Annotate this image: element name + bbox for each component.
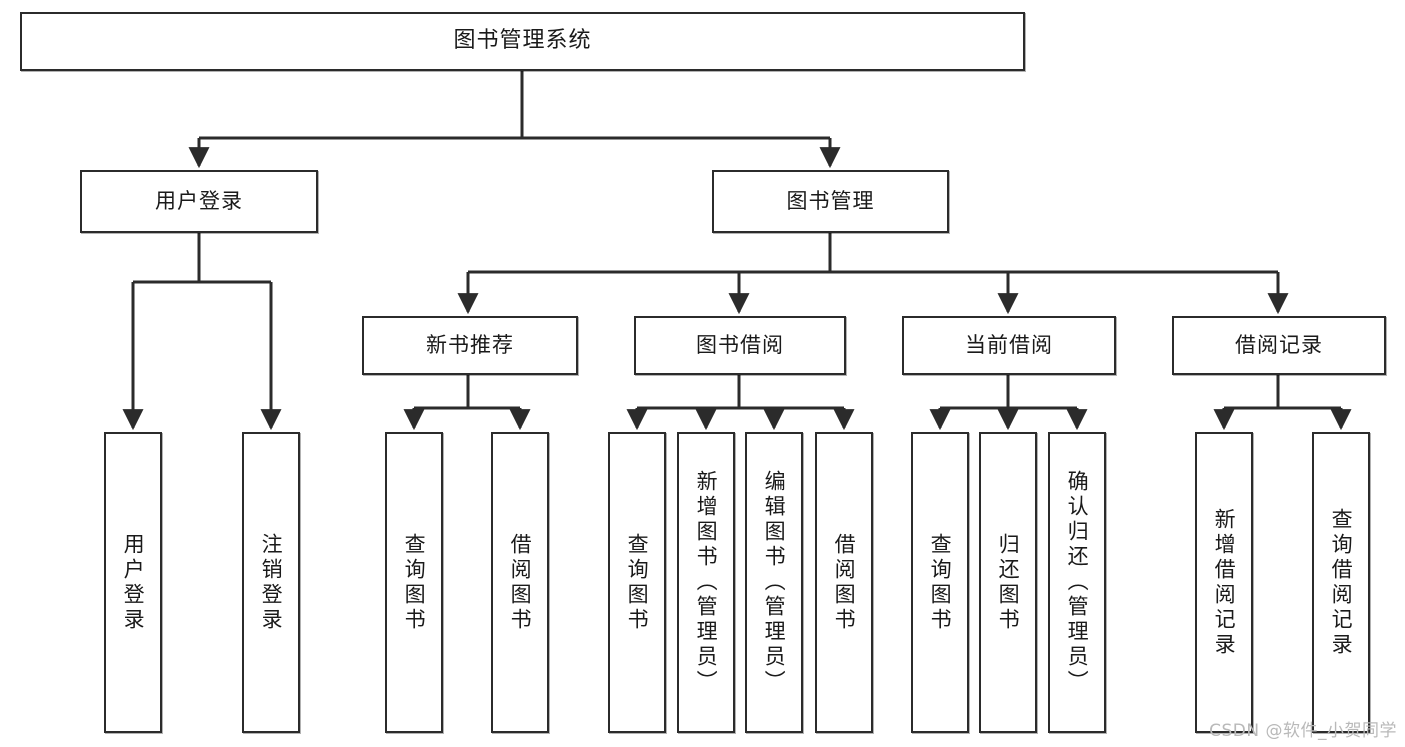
node-book-management[interactable]: 图书管理 (712, 170, 949, 233)
node-label: 借阅图书 (508, 532, 533, 633)
node-label: 查询图书 (625, 532, 650, 633)
node-label: 用户登录 (155, 188, 243, 213)
node-label: 编辑图书（管理员） (762, 470, 787, 695)
leaf-book-borrow-add-book-admin[interactable]: 新增图书（管理员） (677, 432, 735, 733)
node-label: 用户登录 (121, 532, 146, 633)
node-borrow-record[interactable]: 借阅记录 (1172, 316, 1386, 375)
watermark-text: CSDN @软件_小贺同学 (1209, 721, 1397, 741)
node-label: 当前借阅 (965, 332, 1053, 357)
node-label: 借阅图书 (832, 532, 857, 633)
node-book-borrow[interactable]: 图书借阅 (634, 316, 846, 375)
leaf-current-borrow-query-book[interactable]: 查询图书 (911, 432, 969, 733)
leaf-borrow-record-query-record[interactable]: 查询借阅记录 (1312, 432, 1370, 733)
node-label: 查询图书 (402, 532, 427, 633)
node-label: 查询借阅记录 (1329, 507, 1354, 658)
leaf-user-login-logout[interactable]: 注销登录 (242, 432, 300, 733)
leaf-book-borrow-edit-book-admin[interactable]: 编辑图书（管理员） (745, 432, 803, 733)
leaf-new-book-query-book[interactable]: 查询图书 (385, 432, 443, 733)
node-root-book-management-system[interactable]: 图书管理系统 (20, 12, 1025, 71)
node-label: 新增借阅记录 (1212, 507, 1237, 658)
node-user-login[interactable]: 用户登录 (80, 170, 318, 233)
node-label: 确认归还（管理员） (1065, 470, 1090, 695)
node-label: 新增图书（管理员） (694, 470, 719, 695)
node-label: 图书管理 (786, 188, 875, 213)
leaf-new-book-borrow-book[interactable]: 借阅图书 (491, 432, 549, 733)
leaf-current-borrow-return-book[interactable]: 归还图书 (979, 432, 1037, 733)
node-new-book-recommend[interactable]: 新书推荐 (362, 316, 578, 375)
node-label: 图书管理系统 (453, 28, 592, 54)
node-label: 图书借阅 (696, 332, 784, 357)
node-label: 借阅记录 (1235, 332, 1323, 357)
node-label: 新书推荐 (426, 332, 514, 357)
leaf-user-login-login[interactable]: 用户登录 (104, 432, 162, 733)
leaf-book-borrow-borrow-book[interactable]: 借阅图书 (815, 432, 873, 733)
node-label: 查询图书 (928, 532, 953, 633)
node-label: 注销登录 (259, 532, 284, 633)
leaf-book-borrow-query-book[interactable]: 查询图书 (608, 432, 666, 733)
node-current-borrow[interactable]: 当前借阅 (902, 316, 1116, 375)
leaf-current-borrow-confirm-return-admin[interactable]: 确认归还（管理员） (1048, 432, 1106, 733)
node-label: 归还图书 (996, 532, 1021, 633)
leaf-borrow-record-add-record[interactable]: 新增借阅记录 (1195, 432, 1253, 733)
